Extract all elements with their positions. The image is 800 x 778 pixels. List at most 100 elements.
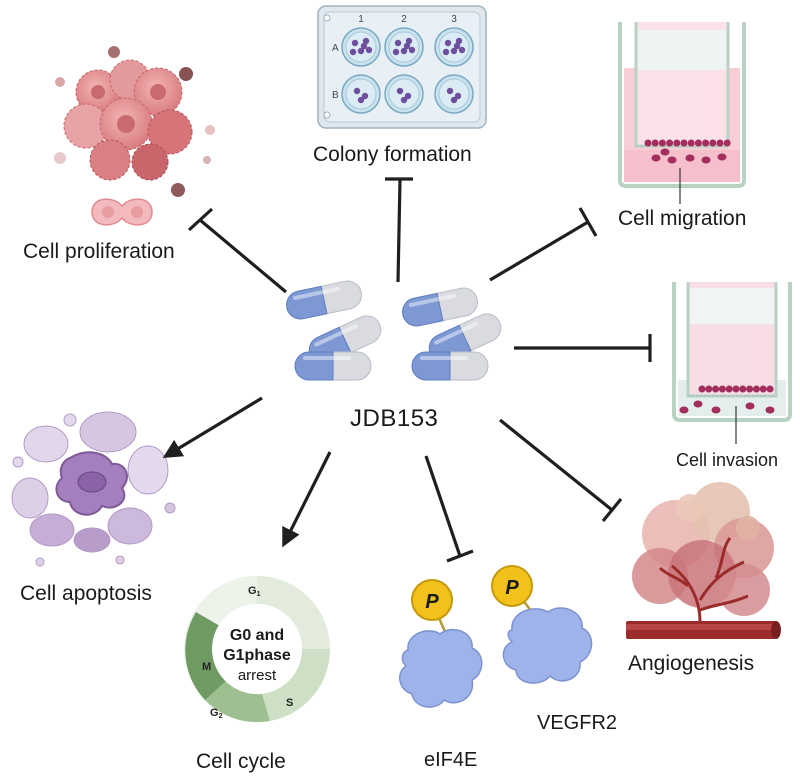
invading-cell [766, 385, 774, 393]
cycle-phase-m: M [202, 661, 211, 673]
effect-lines [162, 177, 652, 563]
migrated-cell [701, 156, 711, 164]
colony-spot [351, 39, 359, 47]
eif4e-protein: P [399, 579, 483, 708]
migrating-cell [687, 139, 695, 147]
invasion-transwell-illustration [672, 282, 792, 422]
migrated-cell [717, 153, 727, 161]
cycle-phase-g2: G2 [210, 707, 223, 720]
eif4e-phospho-label: P [425, 591, 439, 613]
vegfr2-phospho-label: P [505, 577, 519, 599]
apoptosis-illustration [11, 411, 176, 567]
invading-cell [732, 385, 740, 393]
cycle-center-line1: G0 and [230, 627, 284, 644]
vegfr2-protein: P [491, 565, 593, 684]
plate-well-inner [388, 78, 420, 110]
invaded-cell [765, 406, 775, 414]
colony-spot [400, 96, 408, 104]
colony-spot [392, 48, 400, 56]
angiogenesis-illustration [626, 482, 781, 639]
colony-spot [396, 87, 404, 95]
colony-spot [357, 96, 365, 104]
label-eif4e: eIF4E [424, 749, 478, 771]
invading-cell [725, 385, 733, 393]
colony-spot [455, 37, 463, 45]
label-cell-apoptosis: Cell apoptosis [20, 582, 152, 605]
colony-spot [446, 87, 454, 95]
plate-column-label: 2 [401, 14, 407, 25]
colony-spot [453, 42, 461, 50]
invading-cell [698, 385, 706, 393]
colony-spot [408, 46, 416, 54]
inhibit-line-proliferation [198, 218, 288, 294]
invading-cell [739, 385, 747, 393]
colony-spot [454, 92, 462, 100]
cell-cycle-ring: G1 S G2 M G0 and G1phase arrest [184, 576, 331, 723]
capsule [294, 351, 372, 381]
inhibit-line-colony [396, 179, 402, 283]
migrating-cell [716, 139, 724, 147]
invaded-cell [745, 402, 755, 410]
label-colony-formation: Colony formation [313, 143, 472, 166]
plate-row-label: B [332, 90, 339, 101]
inhibit-line-eif4e [424, 455, 462, 557]
colony-spot [458, 46, 466, 54]
plate-well-inner [345, 78, 377, 110]
colony-spot [403, 42, 411, 50]
colony-spot [357, 47, 365, 55]
invaded-cell [693, 400, 703, 408]
migrating-cell [673, 139, 681, 147]
colony-spot [361, 92, 369, 100]
capsule [411, 351, 489, 381]
colony-spot [365, 46, 373, 54]
cell-proliferation-illustration [54, 46, 215, 226]
label-jdb153: JDB153 [350, 405, 439, 432]
invading-cell [718, 385, 726, 393]
colony-spot [400, 47, 408, 55]
migrated-cell [685, 154, 695, 162]
plate-well-inner [438, 78, 470, 110]
migrating-cell [723, 139, 731, 147]
label-angiogenesis: Angiogenesis [628, 652, 755, 675]
cycle-phase-g1: G1 [248, 585, 261, 598]
plate-column-label: 1 [358, 14, 364, 25]
colony-spot [442, 48, 450, 56]
plate-row-label: A [332, 43, 339, 54]
migrating-cell [702, 139, 710, 147]
inhibit-bar-migration [578, 207, 598, 237]
migrating-cell [658, 139, 666, 147]
label-vegfr2: VEGFR2 [537, 712, 618, 734]
colony-spot [349, 48, 357, 56]
invading-cell [712, 385, 720, 393]
migrating-cell [666, 139, 674, 147]
migrating-cell [709, 139, 717, 147]
colony-spot [444, 39, 452, 47]
colony-spot [450, 96, 458, 104]
inhibit-bar-proliferation [187, 207, 214, 232]
migrating-cell [644, 139, 652, 147]
migrated-cell [667, 156, 677, 164]
invaded-cell [711, 406, 721, 414]
invading-cell [759, 385, 767, 393]
migrating-cell [694, 139, 702, 147]
arrow-apoptosis [162, 396, 263, 458]
colony-spot [405, 37, 413, 45]
migrated-cell [651, 154, 661, 162]
label-cell-cycle: Cell cycle [196, 750, 286, 773]
capsule [286, 280, 362, 320]
inhibit-line-migration [489, 220, 589, 282]
migration-transwell-illustration [618, 22, 746, 188]
invading-cell [705, 385, 713, 393]
label-cell-migration: Cell migration [618, 207, 747, 230]
invasion-cells [679, 385, 775, 414]
inhibit-bar-eif4e [446, 549, 474, 563]
migration-cells [644, 139, 731, 164]
migrating-cell [680, 139, 688, 147]
colony-spot [450, 47, 458, 55]
inhibit-line-angiogenesis [498, 418, 614, 512]
label-cell-invasion: Cell invasion [676, 450, 779, 470]
inhibit-bar-angiogenesis [601, 497, 623, 523]
migrating-cell [651, 139, 659, 147]
cycle-center-line3: arrest [238, 667, 277, 684]
